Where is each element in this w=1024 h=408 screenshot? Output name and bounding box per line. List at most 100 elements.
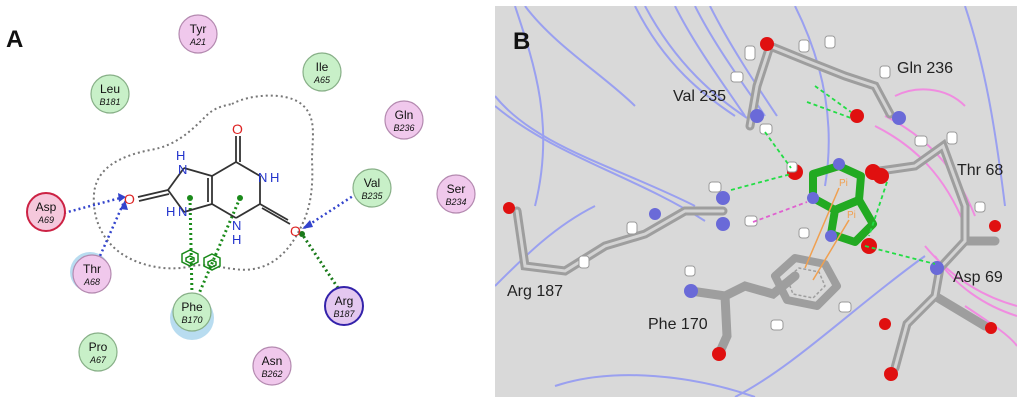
residue-name: Ile: [316, 60, 329, 74]
phe170-ring: [771, 254, 841, 310]
hbond-val-o: [303, 192, 357, 230]
phe170-nitrogen: [684, 284, 698, 298]
atom-n7: N: [178, 162, 187, 177]
atom-n3: N: [232, 218, 241, 233]
atom-o-right: O: [290, 223, 301, 239]
residue-name: Arg: [335, 294, 354, 308]
asp69-oxygen-3: [879, 318, 891, 330]
arg187-nitrogen-1: [716, 191, 730, 205]
asp69-oxygen-4: [985, 322, 997, 334]
pi-stack-icon-left: [181, 249, 199, 267]
residue-disc: [172, 292, 212, 332]
residue-chain: B235: [361, 191, 383, 201]
atom-n9: N: [178, 204, 187, 219]
panel-a-interaction-map: A: [0, 0, 490, 403]
panel-b-label: B: [513, 28, 531, 55]
label-thr68: Thr 68: [957, 162, 1003, 179]
residue-name: Phe: [181, 300, 203, 314]
residue-disc: [90, 74, 130, 114]
thr-asp-sticks-highlight: [878, 143, 967, 370]
residue-chain: A67: [89, 355, 107, 365]
residue-chain: B234: [445, 197, 466, 207]
residue-disc: [384, 100, 424, 140]
interaction-diagram: O O O H N N H N H N H TyrA21LeuB181IleA6…: [26, 14, 476, 386]
residue-disc: [252, 346, 292, 386]
residue-chain: B187: [333, 309, 355, 319]
hbond-thr-o: [94, 201, 126, 266]
atom-h-n7: H: [176, 148, 185, 163]
val-gln-sticks: [745, 40, 895, 131]
pi-phe-ring5: [188, 197, 194, 297]
residue-name: Gln: [395, 108, 414, 122]
ligand-nitrogen-3: [825, 230, 837, 242]
residue-disc: [302, 52, 342, 92]
arg187-oxygen: [503, 202, 515, 214]
ligand-oxygen-3: [861, 238, 877, 254]
hbond-lines: [730, 85, 936, 265]
binding-pocket-outline: [92, 94, 314, 271]
phe170-oxygen: [712, 347, 726, 361]
structure-render: Pi Pi Val 235 Gln 236 Thr 68 Arg 187 Asp…: [495, 6, 1017, 397]
residue-disc: [324, 286, 364, 326]
residue-name: Asp: [36, 200, 57, 214]
hbond-val-arrowhead: [302, 220, 313, 229]
ligand-oxygen-2: [873, 168, 889, 184]
residue-chain: A68: [83, 277, 100, 287]
pi-label-1: Pi: [839, 178, 848, 189]
gln236-oxygen: [760, 37, 774, 51]
residue-name: Leu: [100, 82, 120, 96]
hbond-asp-arrowhead: [118, 193, 126, 202]
pi-lines: [804, 187, 850, 281]
label-asp69: Asp 69: [953, 269, 1003, 286]
atom-n1: N: [258, 170, 267, 185]
residue-name: Tyr: [190, 22, 207, 36]
hbond-arg-o: [300, 233, 340, 289]
hbond-asp-o: [63, 195, 125, 215]
arg187-nitrogen-3: [649, 208, 661, 220]
protein-ribbons-blue: [495, 6, 1006, 397]
hydrogen-atoms: [578, 35, 986, 331]
atom-h-n3: H: [232, 232, 241, 247]
residue-chain: B236: [393, 123, 414, 133]
label-phe170: Phe 170: [648, 316, 708, 333]
val-gln-sticks-highlight: [748, 44, 892, 128]
asp69-oxygen-1: [989, 220, 1001, 232]
val235-nitrogen: [750, 109, 764, 123]
label-arg187: Arg 187: [507, 283, 563, 300]
panel-b-3d-view: B: [495, 6, 1017, 397]
residue-disc: [72, 254, 112, 294]
residue-disc: [78, 332, 118, 372]
hbond-arg-dot: [299, 231, 305, 237]
phe170-ring-inner: [786, 267, 826, 299]
pi-ring6-center: [237, 195, 243, 201]
pi-label-2: Pi: [847, 210, 856, 221]
residue-name: Asn: [262, 354, 283, 368]
residue-name: Val: [364, 176, 380, 190]
pink-contact-line: [752, 201, 808, 223]
panel-a-label: A: [6, 26, 24, 53]
hbond-thr-arrowhead: [120, 200, 128, 210]
arg187-sticks-highlight: [515, 209, 725, 273]
residue-name: Pro: [89, 340, 108, 354]
pi-phe-ring6: [196, 197, 242, 297]
residue-chain: B262: [261, 369, 282, 379]
residue-disc: [352, 168, 392, 208]
ligand-structure: [137, 136, 291, 225]
ligand-nitrogen-1: [833, 158, 845, 170]
gln236-nitrogen: [892, 111, 906, 125]
gln236-oxygen-2: [850, 109, 864, 123]
residue-chain: B170: [181, 315, 202, 325]
asp69-oxygen-2: [884, 367, 898, 381]
residue-name: Thr: [83, 262, 101, 276]
